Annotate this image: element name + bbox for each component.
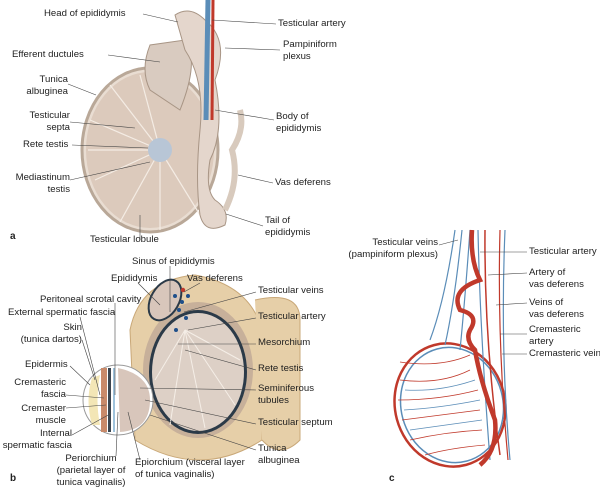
- label-external-spermatic-fascia: External spermatic fascia: [8, 307, 116, 318]
- label-head-of-epididymis: Head of epididymis: [44, 8, 126, 19]
- label-testicular-artery-c: Testicular artery: [529, 246, 597, 257]
- label-testicular-lobule: Testicular lobule: [90, 234, 159, 245]
- label-rete-testis-a: Rete testis: [23, 139, 69, 150]
- label-mediastinum-testis: Mediastinum testis: [15, 172, 70, 195]
- label-vas-deferens-b: Vas deferens: [187, 273, 243, 284]
- label-body-of-epididymis: Body of epididymis: [276, 111, 322, 134]
- label-testicular-artery-b: Testicular artery: [258, 311, 326, 322]
- label-cremaster-muscle: Cremaster muscle: [21, 403, 66, 426]
- label-testicular-veins-b: Testicular veins: [258, 285, 324, 296]
- label-peritoneal-scrotal-cavity: Peritoneal scrotal cavity: [40, 294, 142, 305]
- label-internal-spermatic-fascia: Internal spermatic fascia: [2, 428, 72, 451]
- label-periorchium: Periorchium (parietal layer of tunica va…: [56, 453, 126, 488]
- label-testicular-septum: Testicular septum: [258, 417, 333, 428]
- panel-a-letter: a: [10, 231, 16, 242]
- panel-b-letter: b: [10, 473, 17, 484]
- label-testicular-septa: Testicular septa: [29, 110, 70, 133]
- panel-c-letter: c: [389, 473, 395, 484]
- label-mesorchium: Mesorchium: [258, 337, 311, 348]
- label-pampiniform-plexus: Pampiniform plexus: [283, 39, 337, 62]
- label-cremasteric-artery: Cremasteric artery: [529, 324, 581, 347]
- label-artery-of-vas-deferens: Artery of vas deferens: [529, 267, 584, 290]
- label-testicular-artery-a: Testicular artery: [278, 18, 346, 29]
- label-epidermis: Epidermis: [25, 359, 68, 370]
- label-efferent-ductules: Efferent ductules: [12, 49, 84, 60]
- label-rete-testis-b: Rete testis: [258, 363, 304, 374]
- label-tunica-albuginea-a: Tunica albuginea: [26, 74, 68, 97]
- label-cremasteric-vein: Cremasteric vein: [529, 348, 600, 359]
- panel-b-drawing: [82, 274, 301, 461]
- panel-a-drawing: [80, 0, 245, 234]
- label-veins-of-vas-deferens: Veins of vas deferens: [529, 297, 584, 320]
- label-sinus-of-epididymis: Sinus of epididymis: [132, 256, 215, 267]
- label-seminiferous-tubules: Seminiferous tubules: [258, 383, 314, 406]
- panel-c-drawing: [393, 229, 511, 468]
- label-testicular-veins-c: Testicular veins (pampiniform plexus): [348, 237, 438, 260]
- label-tail-of-epididymis: Tail of epididymis: [265, 215, 311, 238]
- label-cremasteric-fascia: Cremasteric fascia: [14, 377, 66, 400]
- label-vas-deferens-a: Vas deferens: [275, 177, 331, 188]
- label-epididymis-b: Epididymis: [111, 273, 158, 284]
- label-skin: Skin (tunica dartos): [20, 322, 82, 345]
- label-epiorchium: Epiorchium (visceral layer of tunica vag…: [135, 457, 245, 480]
- label-tunica-albuginea-b: Tunica albuginea: [258, 443, 300, 466]
